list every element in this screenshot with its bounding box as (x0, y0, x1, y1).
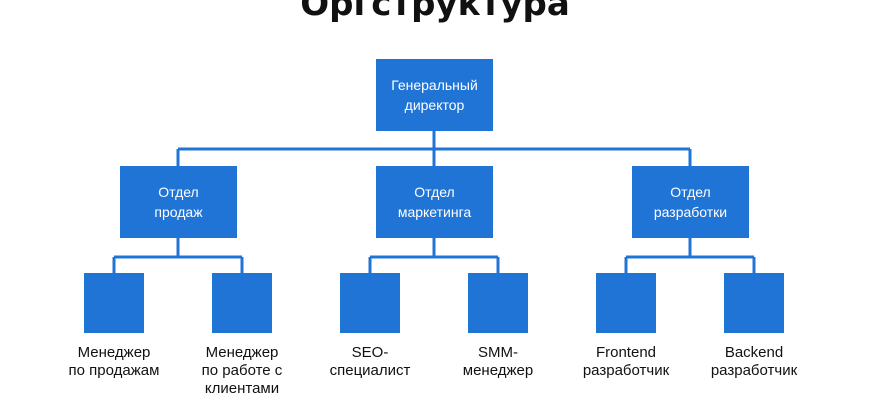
node-ceo: Генеральный директор (376, 59, 493, 131)
node-role-box (212, 273, 272, 333)
role-label-client-manager: Менеджер по работе с клиентами (201, 344, 283, 397)
role-label-frontend: Frontend разработчик (582, 344, 670, 379)
node-role-box (340, 273, 400, 333)
node-role-box (596, 273, 656, 333)
role-label-smm: SMM- менеджер (462, 344, 534, 379)
node-role-box (724, 273, 784, 333)
node-dept-marketing: Отдел маркетинга (376, 166, 493, 238)
node-role-box (468, 273, 528, 333)
role-label-sales-manager: Менеджер по продажам (68, 344, 160, 379)
diagram-title: Оргструктура (300, 0, 570, 24)
node-dept-dev: Отдел разработки (632, 166, 749, 238)
role-label-seo: SEO- специалист (329, 344, 411, 379)
node-dept-sales: Отдел продаж (120, 166, 237, 238)
role-label-backend: Backend разработчик (710, 344, 798, 379)
node-role-box (84, 273, 144, 333)
